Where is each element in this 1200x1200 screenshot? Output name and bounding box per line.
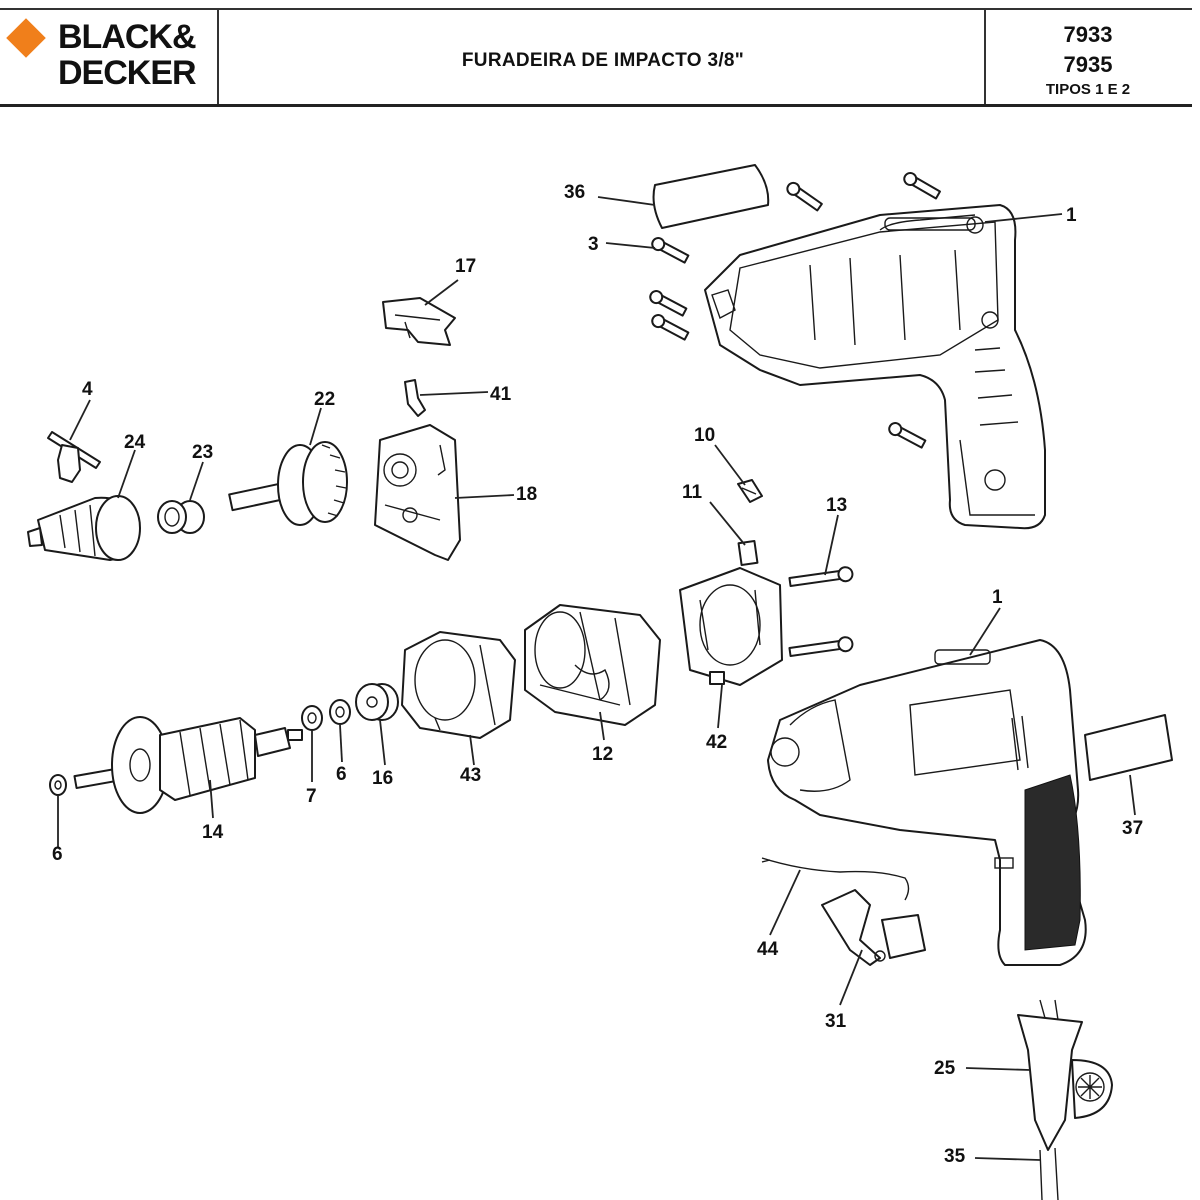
callout-numbers: 36 3 1 17 4 22 41 24 23 18 10 11 13 1 7 … (52, 182, 1143, 1167)
brand-line-1: BLACK& (58, 18, 197, 56)
model-number-1: 7933 (1063, 22, 1113, 47)
callout-13: 13 (826, 495, 847, 516)
callout-44: 44 (757, 939, 779, 960)
callout-10: 10 (694, 425, 715, 446)
callout-36: 36 (564, 182, 585, 203)
part-7-washer (301, 705, 323, 731)
part-41-spring-clip (404, 379, 426, 417)
part-44-wire-lead (761, 857, 910, 901)
callout-24: 24 (124, 432, 146, 453)
part-3-screws (649, 172, 941, 449)
callout-14: 14 (202, 822, 224, 843)
part-10-brush-holder (737, 479, 763, 503)
part-16-fan-bearing (355, 683, 399, 721)
part-37-side-label (1084, 714, 1173, 781)
callout-37: 37 (1122, 818, 1143, 839)
part-14-armature (73, 716, 303, 814)
callout-31: 31 (825, 1011, 847, 1032)
model-types: TIPOS 1 E 2 (1045, 81, 1131, 98)
callout-18: 18 (516, 484, 537, 505)
model-number-2: 7935 (1063, 52, 1113, 77)
part-1-assembled-drill (767, 639, 1087, 966)
part-13-field-screws (788, 566, 854, 657)
callout-16: 16 (372, 768, 393, 789)
callout-42: 42 (706, 732, 727, 753)
callout-1-upper: 1 (1066, 205, 1077, 226)
part-4-chuck-key (47, 431, 101, 483)
callout-6-upper: 6 (336, 764, 347, 785)
part-43-baffle (401, 631, 516, 739)
part-35-power-cord (1039, 1147, 1059, 1200)
part-24-chuck (27, 495, 141, 561)
page-title: FURADEIRA DE IMPACTO 3/8" (461, 50, 745, 71)
part-23-bushing (157, 500, 205, 534)
part-17-spring-clip (382, 297, 456, 346)
callout-7: 7 (306, 786, 317, 807)
header-bar: BLACK& DECKER FURADEIRA DE IMPACTO 3/8" … (0, 8, 1192, 107)
callout-22: 22 (314, 389, 335, 410)
part-36-label-plate (652, 164, 770, 229)
callout-23: 23 (192, 442, 213, 463)
callout-35: 35 (944, 1146, 966, 1167)
callout-41: 41 (490, 384, 512, 405)
part-42-brush-box (679, 567, 783, 686)
callout-11: 11 (682, 482, 703, 503)
callout-1-lower: 1 (992, 587, 1003, 608)
part-25-cord-protector (1017, 999, 1113, 1151)
callout-6-lower: 6 (52, 844, 63, 865)
part-22-gear-spindle (228, 441, 348, 526)
part-12-field-coil (524, 604, 661, 726)
callout-3: 3 (588, 234, 599, 255)
header-divider-left (217, 10, 219, 104)
callout-25: 25 (934, 1058, 956, 1079)
leader-lines (57, 196, 1136, 1161)
part-6-washer-upper (329, 699, 351, 725)
callout-43: 43 (460, 765, 481, 786)
part-18-gear-case (374, 424, 461, 561)
callout-4: 4 (82, 379, 93, 400)
callout-17: 17 (455, 256, 476, 277)
brand-line-2: DECKER (58, 54, 197, 92)
part-1-housing-half-open (704, 204, 1046, 530)
part-31-switch (821, 889, 926, 966)
part-6-washer-lower (49, 774, 67, 796)
callout-12: 12 (592, 744, 613, 765)
brand-logo: BLACK& DECKER (6, 12, 210, 102)
model-block: 7933 7935 TIPOS 1 E 2 (988, 20, 1188, 100)
header-divider-right (984, 10, 986, 104)
part-11-carbon-brush (737, 539, 759, 567)
